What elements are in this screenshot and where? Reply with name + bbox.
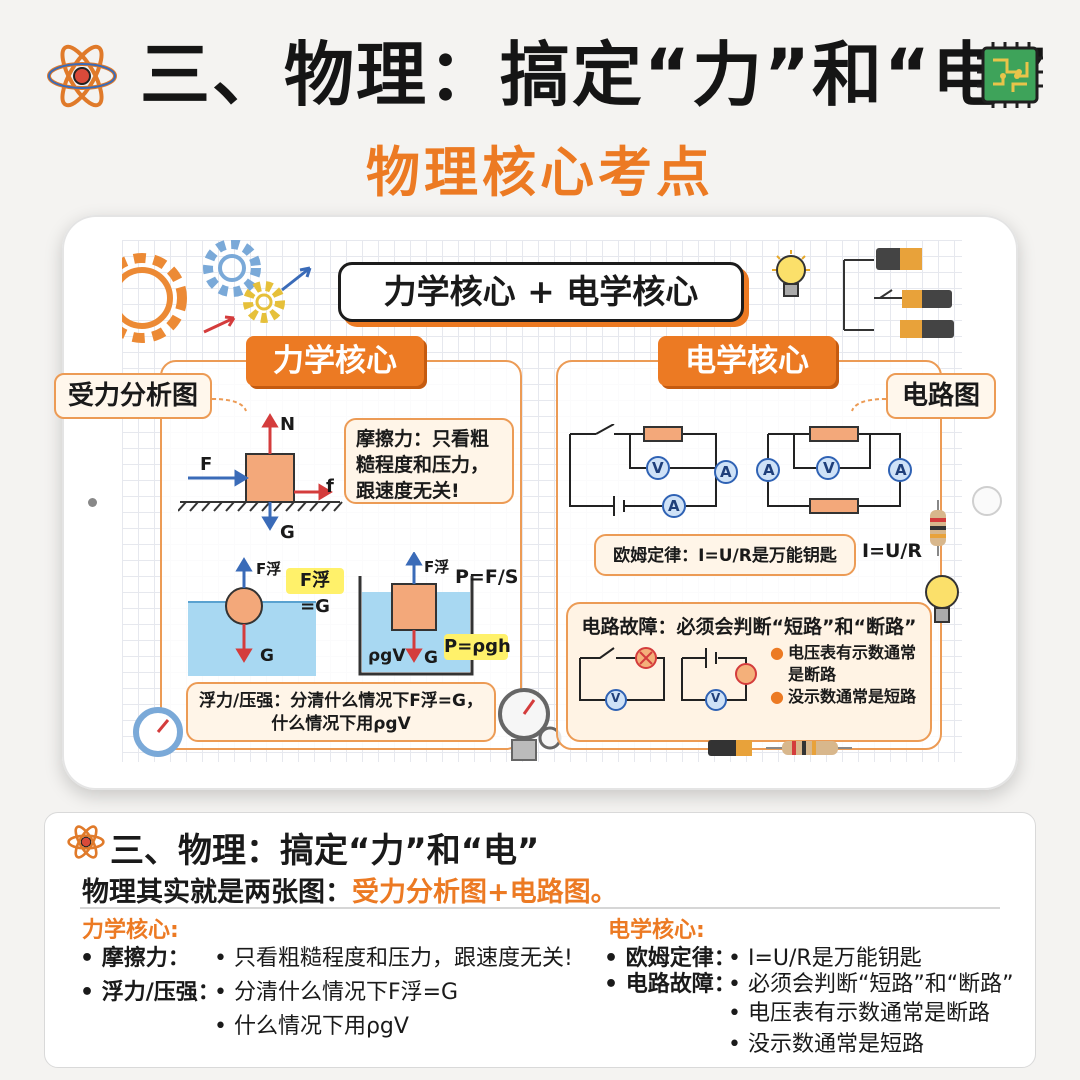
buoyancy-bubble-line2: 什么情况下用ρgV [271, 714, 411, 734]
atom-icon-small [67, 825, 105, 859]
circuit-fault-title: 电路故障：必须会判断“短路”和“断路” [581, 616, 917, 638]
force-label-friction: f [326, 476, 334, 497]
rho-gv-label: ρgV [368, 646, 406, 666]
circuit-chip-icon [977, 42, 1043, 108]
circuit-diagram-label: 电路图 [886, 373, 996, 419]
tablet-camera [88, 498, 97, 507]
liquid-pressure-formula: P=ρgh [444, 634, 511, 660]
buoyancy-label-1: F浮 [256, 560, 282, 578]
resistor-battery-icon [708, 740, 852, 756]
summary-elec-value: • 电压表有示数通常是断路 [728, 1001, 990, 1026]
atom-icon [47, 44, 117, 108]
page-subtitle: 物理核心考点 [366, 141, 714, 204]
voltmeter-label-1: V [652, 459, 664, 477]
resistor-icon-right [930, 500, 946, 556]
fault-circuit-1 [579, 647, 665, 711]
summary-electricity-title: 电学核心: [608, 918, 705, 943]
circuit-diagram-2 [756, 426, 912, 514]
summary-mechanics-title: 力学核心: [82, 918, 179, 943]
force-diagram-label: 受力分析图 [54, 373, 212, 419]
summary-mech-label: • 浮力/压强： [80, 980, 220, 1005]
summary-lead-text: 物理其实就是两张图： [82, 877, 352, 908]
gears-icon [122, 240, 312, 343]
friction-bubble: 摩擦力：只看粗糙程度和压力，跟速度无关! [344, 418, 514, 504]
compass-gauge-icon [133, 707, 183, 757]
buoyancy-label-2: F浮 [424, 558, 450, 576]
label-pointer [851, 398, 886, 412]
summary-card [44, 812, 1036, 1068]
fault-list-item: ●电压表有示数通常是断路 [770, 643, 916, 684]
battery-circuit-icon [843, 248, 954, 338]
fault-voltmeter-label-2: V [711, 691, 721, 705]
force-label-g: G [280, 522, 295, 543]
fault-list: ●电压表有示数通常是断路 ●没示数通常是短路 [770, 642, 926, 708]
page-title: 三、物理：搞定“力”和“电” [140, 34, 1053, 116]
gravity-label-1: G [260, 646, 274, 666]
screen-banner: 力学核心 + 电学核心 [338, 262, 744, 322]
friction-force-diagram [178, 413, 343, 531]
ohm-formula: I=U/R [862, 540, 922, 562]
buoyancy-diagram [188, 557, 316, 676]
light-bulb-icon [772, 250, 810, 297]
summary-lead-highlight: 受力分析图+电路图。 [352, 877, 618, 908]
voltmeter-label-2: V [823, 459, 835, 477]
pressure-formula: P=F/S [455, 566, 519, 588]
buoyancy-bubble: 浮力/压强：分清什么情况下F浮=G， 什么情况下用ρgV [186, 682, 496, 742]
summary-elec-value: • 必须会判断“短路”和“断路” [728, 972, 1014, 997]
summary-divider [80, 907, 1000, 909]
fault-circuit-2 [681, 648, 757, 711]
force-label-n: N [280, 414, 296, 435]
summary-title: 三、物理：搞定“力”和“电” [110, 831, 540, 871]
buoyancy-equals-gravity: F浮=G [286, 568, 344, 617]
summary-elec-value: • 没示数通常是短路 [728, 1032, 924, 1057]
summary-elec-label: • 欧姆定律： [604, 946, 736, 971]
bulb-icon-right [925, 575, 959, 623]
ammeter-label-2: A [668, 497, 680, 515]
ammeter-label-3: A [763, 461, 775, 479]
ammeter-label-4: A [895, 461, 907, 479]
summary-mech-value: • 只看粗糙程度和压力，跟速度无关! [214, 946, 573, 971]
buoyancy-bubble-line1: 浮力/压强：分清什么情况下F浮=G， [198, 691, 484, 711]
pressure-gauge-icon [498, 688, 562, 761]
gravity-label-2: G [424, 648, 438, 668]
ohm-law-bubble: 欧姆定律：I=U/R是万能钥匙 [594, 534, 856, 576]
summary-elec-value: • I=U/R是万能钥匙 [728, 946, 922, 971]
mechanics-tag: 力学核心 [246, 336, 424, 386]
force-label-f-applied: F [200, 454, 213, 475]
ammeter-label-1: A [720, 463, 732, 481]
fault-list-item: ●没示数通常是短路 [770, 687, 916, 706]
tablet-home-button[interactable] [972, 486, 1002, 516]
summary-mech-label: • 摩擦力： [80, 946, 190, 971]
circuit-diagram-1 [569, 424, 738, 518]
summary-lead: 物理其实就是两张图：受力分析图+电路图。 [82, 870, 618, 909]
label-pointer [212, 398, 247, 412]
summary-mech-value: • 什么情况下用ρgV [214, 1014, 409, 1039]
electricity-tag: 电学核心 [658, 336, 836, 386]
summary-elec-label: • 电路故障： [604, 972, 736, 997]
summary-mech-value: • 分清什么情况下F浮=G [214, 980, 459, 1005]
fault-voltmeter-label-1: V [611, 691, 621, 705]
